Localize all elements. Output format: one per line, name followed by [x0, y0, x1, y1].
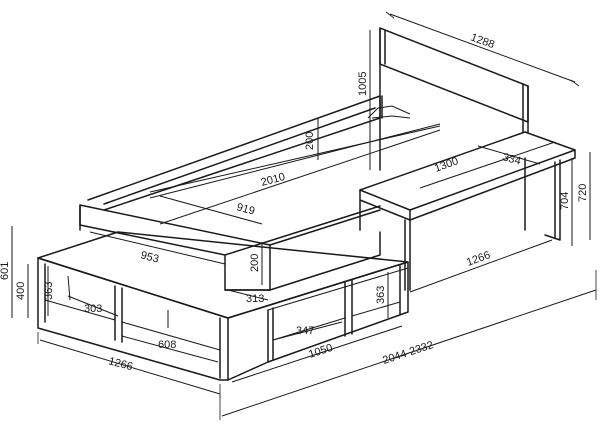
dim-step-depth: 313 [246, 293, 264, 305]
dim-desk-depth: 334 [501, 151, 522, 167]
storage-bench [37, 231, 409, 381]
dim-desk-total-height: 704 [559, 192, 571, 210]
dim-shelf-depth: 303 [84, 303, 102, 315]
dim-shelf-width: 608 [158, 339, 176, 351]
dim-shelf-middle: 347 [296, 325, 314, 337]
dim-desk-height: 720 [577, 184, 589, 202]
desk [359, 131, 576, 291]
dim-desk-length: 1300 [433, 155, 460, 175]
dim-headboard-height: 1005 [357, 72, 369, 96]
dim-front-length: 1266 [107, 355, 134, 373]
dim-front-width: 953 [139, 249, 160, 265]
dim-total-length: 2044-2332 [381, 339, 435, 367]
dim-mattress-width: 919 [235, 201, 256, 217]
dim-rail-height: 200 [304, 132, 316, 150]
dim-total-height: 601 [0, 262, 11, 280]
dim-bench-height-right: 363 [375, 286, 387, 304]
hanger-bracket [367, 95, 411, 119]
dim-middle-length: 1050 [307, 342, 334, 361]
dim-bench-height: 400 [15, 282, 27, 300]
headboard [379, 27, 529, 171]
dim-desk-underside: 1266 [465, 249, 492, 269]
dimension-lines [11, 11, 597, 420]
dim-footboard-height: 200 [249, 254, 261, 272]
dim-bench-height-inner: 363 [43, 282, 55, 300]
